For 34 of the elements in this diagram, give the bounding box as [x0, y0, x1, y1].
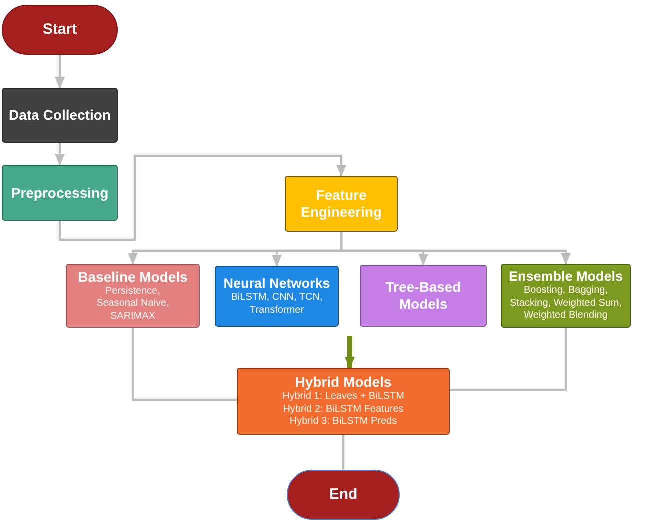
- node-title: Preprocessing: [11, 184, 109, 202]
- arrow: [55, 143, 65, 166]
- arrow: [58, 154, 346, 242]
- node-text: Persistence, Seasonal Naive, SARIMAX: [96, 286, 170, 324]
- node-title: Start: [42, 21, 78, 39]
- terminal-pill: [287, 470, 400, 520]
- process-box: [2, 165, 118, 221]
- node-title: Feature Engineering: [300, 187, 383, 221]
- node-title: Ensemble Models: [508, 269, 624, 286]
- process-box: [285, 176, 398, 232]
- node-text: Hybrid 3: BiLSTM Preds: [290, 416, 398, 429]
- node-text: Hybrid 1: Leaves + BiLSTM: [282, 391, 404, 404]
- node-title: Hybrid Models: [295, 374, 392, 392]
- process-box: [501, 264, 631, 328]
- arrow: [55, 55, 65, 89]
- process-box: [66, 264, 200, 328]
- process-box: [360, 265, 487, 327]
- node-text: BiLSTM, CNN, TCN, Transformer: [230, 292, 324, 318]
- process-box: [237, 368, 450, 435]
- process-box: [2, 88, 118, 143]
- node-title: End: [329, 486, 358, 504]
- node-text: Boosting, Bagging, Stacking, Weighted Sum, Weighted Blending: [508, 285, 624, 323]
- node-title: Neural Networks: [224, 276, 330, 292]
- connector-line: [450, 328, 568, 392]
- node-title: Data Collection: [9, 107, 111, 124]
- terminal-pill: [2, 5, 118, 55]
- node-text: Hybrid 2: BiLSTM Features: [283, 404, 404, 416]
- connector-line: [132, 328, 237, 402]
- node-title: Tree-Based Models: [384, 279, 462, 313]
- arrow: [345, 336, 355, 369]
- process-box: [215, 266, 339, 327]
- arrow: [340, 232, 571, 265]
- connector-line: [342, 435, 345, 470]
- node-title: Baseline Models: [78, 268, 188, 286]
